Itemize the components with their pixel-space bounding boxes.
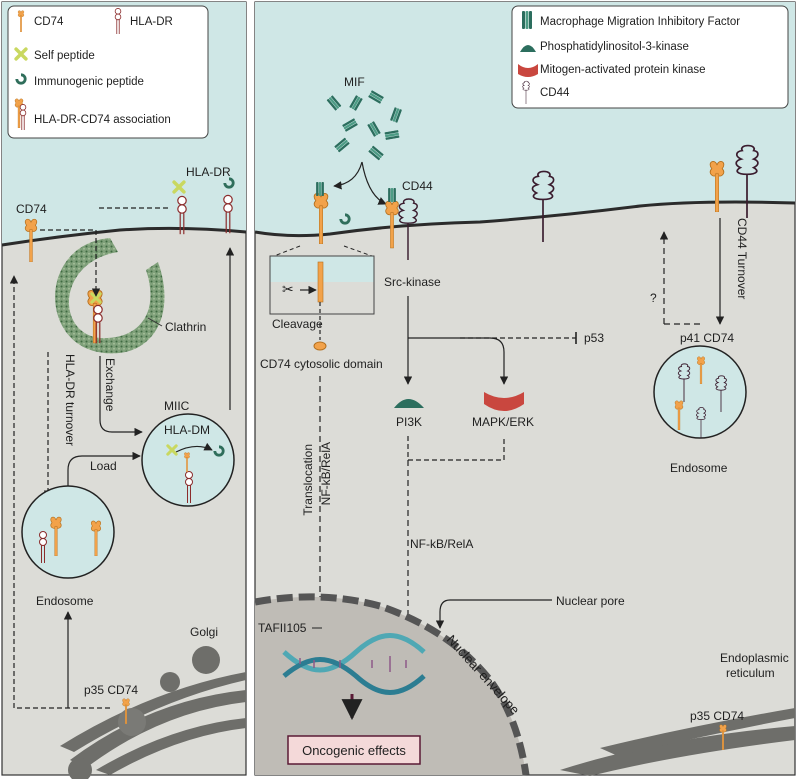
nucleus — [255, 596, 526, 775]
legend-mapk: Mitogen-activated protein kinase — [540, 64, 706, 76]
legend-immunogenic-peptide: Immunogenic peptide — [34, 76, 144, 88]
label-src-kinase: Src-kinase — [384, 275, 441, 289]
label-hla-dr-left: HLA-DR — [186, 165, 231, 179]
label-mapk-erk: MAPK/ERK — [472, 415, 534, 429]
legend-cd74: CD74 — [34, 16, 64, 28]
legend-self-peptide: Self peptide — [34, 50, 95, 62]
pi3k-enzyme — [394, 399, 424, 408]
right-legend: Macrophage Migration Inhibitory Factor P… — [511, 5, 789, 109]
cd74-icd — [313, 341, 327, 351]
label-endosome-right: Endosome — [670, 461, 728, 475]
label-tafii105: TAFII105 — [258, 621, 307, 635]
label-hla-dm: HLA-DM — [164, 423, 210, 437]
label-miic: MIIC — [164, 399, 190, 413]
legend-pi3k: Phosphatidylinositol-3-kinase — [540, 41, 689, 53]
legend-mif: Macrophage Migration Inhibitory Factor — [540, 16, 740, 28]
label-p35-cd74-left: p35 CD74 — [84, 683, 138, 697]
plasma-membrane-right — [254, 200, 796, 238]
endosome-left — [21, 485, 115, 579]
label-cd74-left: CD74 — [16, 202, 47, 216]
label-pi3k: PI3K — [396, 415, 422, 429]
label-cleavage: Cleavage — [272, 317, 323, 331]
golgi — [60, 646, 246, 779]
dna-helix — [282, 633, 426, 695]
label-exchange: Exchange — [103, 358, 117, 412]
label-mif: MIF — [344, 75, 365, 89]
label-p35-cd74-right: p35 CD74 — [690, 709, 744, 723]
label-oncogenic-effects: Oncogenic effects — [302, 743, 406, 758]
pi3k-legend-icon — [520, 45, 536, 52]
label-cd44: CD44 — [402, 179, 433, 193]
right-panel: Macrophage Migration Inhibitory Factor P… — [254, 1, 796, 776]
endosome-right — [653, 345, 747, 439]
label-question-mark: ? — [650, 291, 657, 305]
label-nuclear-pore: Nuclear pore — [556, 594, 625, 608]
left-legend: CD74 HLA-DR Self peptide Immunogenic pep… — [7, 5, 209, 139]
label-golgi: Golgi — [190, 625, 218, 639]
endoplasmic-reticulum — [560, 708, 795, 776]
label-er-2: reticulum — [726, 666, 775, 680]
miic-compartment — [141, 413, 235, 507]
label-clathrin: Clathrin — [165, 320, 206, 334]
label-load: Load — [90, 459, 117, 473]
mapk-legend-icon — [518, 64, 538, 77]
label-hla-dr-turnover: HLA-DR turnover — [63, 354, 77, 446]
label-p53: p53 — [584, 331, 604, 345]
label-p41-cd74: p41 CD74 — [680, 331, 734, 345]
legend-association: HLA-DR-CD74 association — [34, 114, 171, 126]
scissors-icon: ✂ — [282, 281, 294, 297]
label-endosome-left: Endosome — [36, 594, 94, 608]
nuclear-envelope — [254, 593, 530, 776]
label-cd44-turnover: CD44 Turnover — [735, 218, 749, 299]
plasma-membrane-left — [1, 226, 247, 247]
clathrin-coated-pit — [55, 238, 165, 354]
legend-hla-dr: HLA-DR — [130, 16, 173, 28]
label-nfkb-relA-1: NF-kB/RelA — [319, 442, 333, 505]
legend-cd44: CD44 — [540, 87, 570, 99]
label-nfkb-relA-2: NF-kB/RelA — [410, 537, 473, 551]
label-er-1: Endoplasmic — [720, 651, 789, 665]
label-translocation: Translocation — [301, 444, 315, 516]
oncogenic-effects-box — [287, 735, 421, 765]
label-cd74-cytosolic-domain: CD74 cytosolic domain — [260, 357, 383, 371]
mapk-enzyme — [484, 392, 524, 411]
left-panel: CD74 HLA-DR Self peptide Immunogenic pep… — [1, 1, 247, 779]
mif-legend-icon — [522, 11, 532, 29]
